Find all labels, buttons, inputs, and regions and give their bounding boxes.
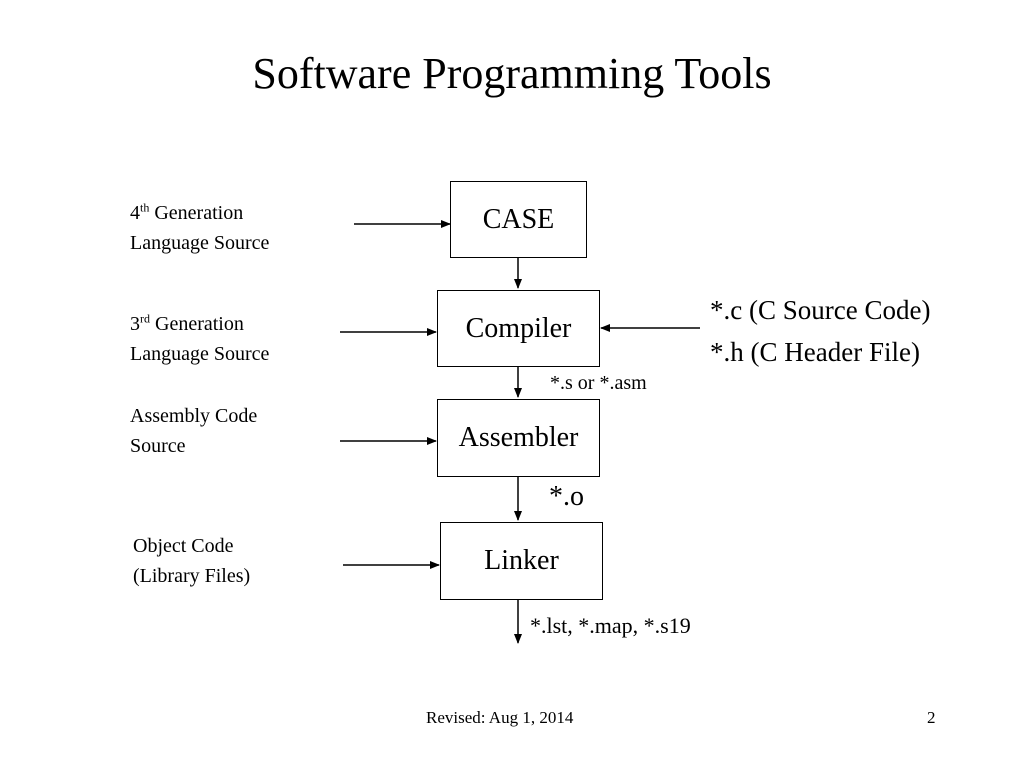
assembly-source-label: Assembly Code Source — [130, 405, 258, 457]
linker-box: Linker — [440, 522, 603, 600]
c-source-text: *.c (C Source Code) — [710, 295, 931, 325]
gen3-source-label: 3rd Generation Language Source — [130, 311, 270, 365]
page-number: 2 — [927, 708, 936, 727]
assembler-output-label: *.o — [549, 481, 584, 512]
compiler-output-label: *.s or *.asm — [550, 372, 647, 394]
case-box: CASE — [450, 181, 587, 258]
assembler-box: Assembler — [437, 399, 600, 477]
compiler-box: Compiler — [437, 290, 600, 367]
footer-revised: Revised: Aug 1, 2014 — [426, 708, 574, 727]
object-code-label: Object Code (Library Files) — [133, 535, 251, 587]
slide-title: Software Programming Tools — [252, 49, 772, 98]
gen4-source-label: 4th Generation Language Source — [130, 200, 270, 254]
c-files-label: *.c (C Source Code) *.h (C Header File) — [710, 289, 930, 373]
h-header-text: *.h (C Header File) — [710, 337, 920, 367]
linker-output-label: *.lst, *.map, *.s19 — [530, 613, 691, 638]
